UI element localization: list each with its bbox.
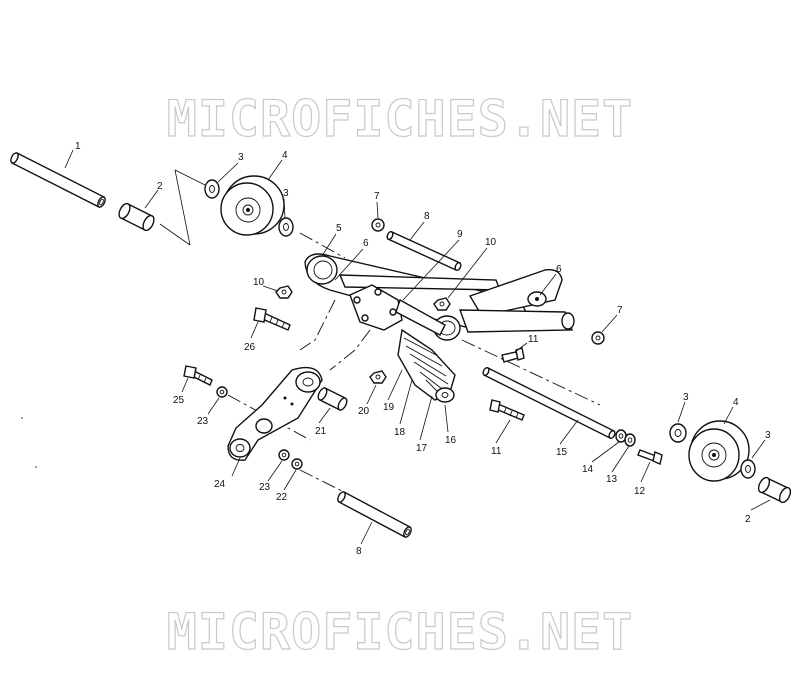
spacer-right [757,476,792,504]
rear-arm-frame [304,253,575,341]
link-arm [227,366,323,461]
callout-6-left: 6 [363,238,369,249]
scan-speck [21,417,23,419]
bolt-11-upper [501,347,525,363]
callout-21: 21 [315,426,327,437]
washer-right-outer [669,423,687,443]
washer-23-lower [278,449,290,461]
callout-8-lower: 8 [356,546,362,557]
callout-16: 16 [445,435,457,446]
callout-labels: 1 2 3 4 3 5 6 7 8 9 10 10 6 7 26 11 25 2… [75,141,771,557]
shock-mount-bracket [349,284,446,336]
callout-11-upper: 11 [528,334,539,345]
callout-3-right-outer: 3 [683,392,689,403]
bolt-26 [253,307,291,331]
callout-11-lower: 11 [491,446,502,457]
long-shaft-15 [482,367,616,439]
washer-left-inner [278,217,294,237]
idler-wheel-right [688,420,750,482]
washer-left-outer [204,179,220,199]
callout-3-left-outer: 3 [238,152,244,163]
lock-nut-left [275,285,293,299]
callout-7-right: 7 [617,305,623,316]
callout-5: 5 [336,223,342,234]
lock-nut-upper [433,297,451,311]
callout-10-left: 10 [253,277,265,288]
callout-9: 9 [457,229,463,240]
callout-13: 13 [606,474,618,485]
scan-speck [35,466,37,468]
rod-8-upper [386,231,462,271]
lock-nut-22 [291,458,303,470]
washer-7-upper [371,218,385,232]
callout-14: 14 [582,464,594,475]
callout-2-right: 2 [745,514,751,525]
shaft-centerline-bottom [299,469,351,496]
shock-absorber [397,328,456,403]
callout-2-left: 2 [157,181,163,192]
link-alignment [329,329,371,371]
callout-22: 22 [276,492,288,503]
callout-17: 17 [416,443,428,454]
callout-15: 15 [556,447,568,458]
callout-26: 26 [244,342,256,353]
washer-13 [624,433,636,447]
bolt-26-alignment [299,299,336,351]
callout-leaders [64,149,771,545]
callout-3-right-inner: 3 [765,430,771,441]
callout-3-left-inner: 3 [283,188,289,199]
bolt-25 [183,365,213,386]
callout-4-right: 4 [733,397,739,408]
callout-8-upper: 8 [424,211,430,222]
washer-23-upper [216,386,228,398]
callout-6-right: 6 [556,264,562,275]
washer-right-inner [740,459,756,479]
lock-nut-20 [369,370,387,384]
bolt-12 [637,449,663,465]
callout-1: 1 [75,141,81,152]
callout-24: 24 [214,479,226,490]
spacer-21 [317,387,348,411]
callout-19: 19 [383,402,395,413]
axle-tube [10,152,106,208]
callout-23-upper: 23 [197,416,209,427]
bolt-11-lower [489,399,525,421]
washer-7-right [591,331,605,345]
callout-12: 12 [634,486,646,497]
spacer-left [118,202,155,232]
callout-25: 25 [173,395,185,406]
callout-23-lower: 23 [259,482,271,493]
shaft-centerline-upper [299,232,346,259]
shaft-centerline-lower [227,394,311,441]
rod-8-lower [337,491,412,538]
shaft-centerline-right [461,339,601,406]
idler-wheel-left [220,175,285,236]
assembly-leader [159,169,206,246]
callout-20: 20 [358,406,370,417]
callout-10-upper: 10 [485,237,497,248]
callout-4-left: 4 [282,150,288,161]
callout-18: 18 [394,427,406,438]
callout-7-upper: 7 [374,191,380,202]
